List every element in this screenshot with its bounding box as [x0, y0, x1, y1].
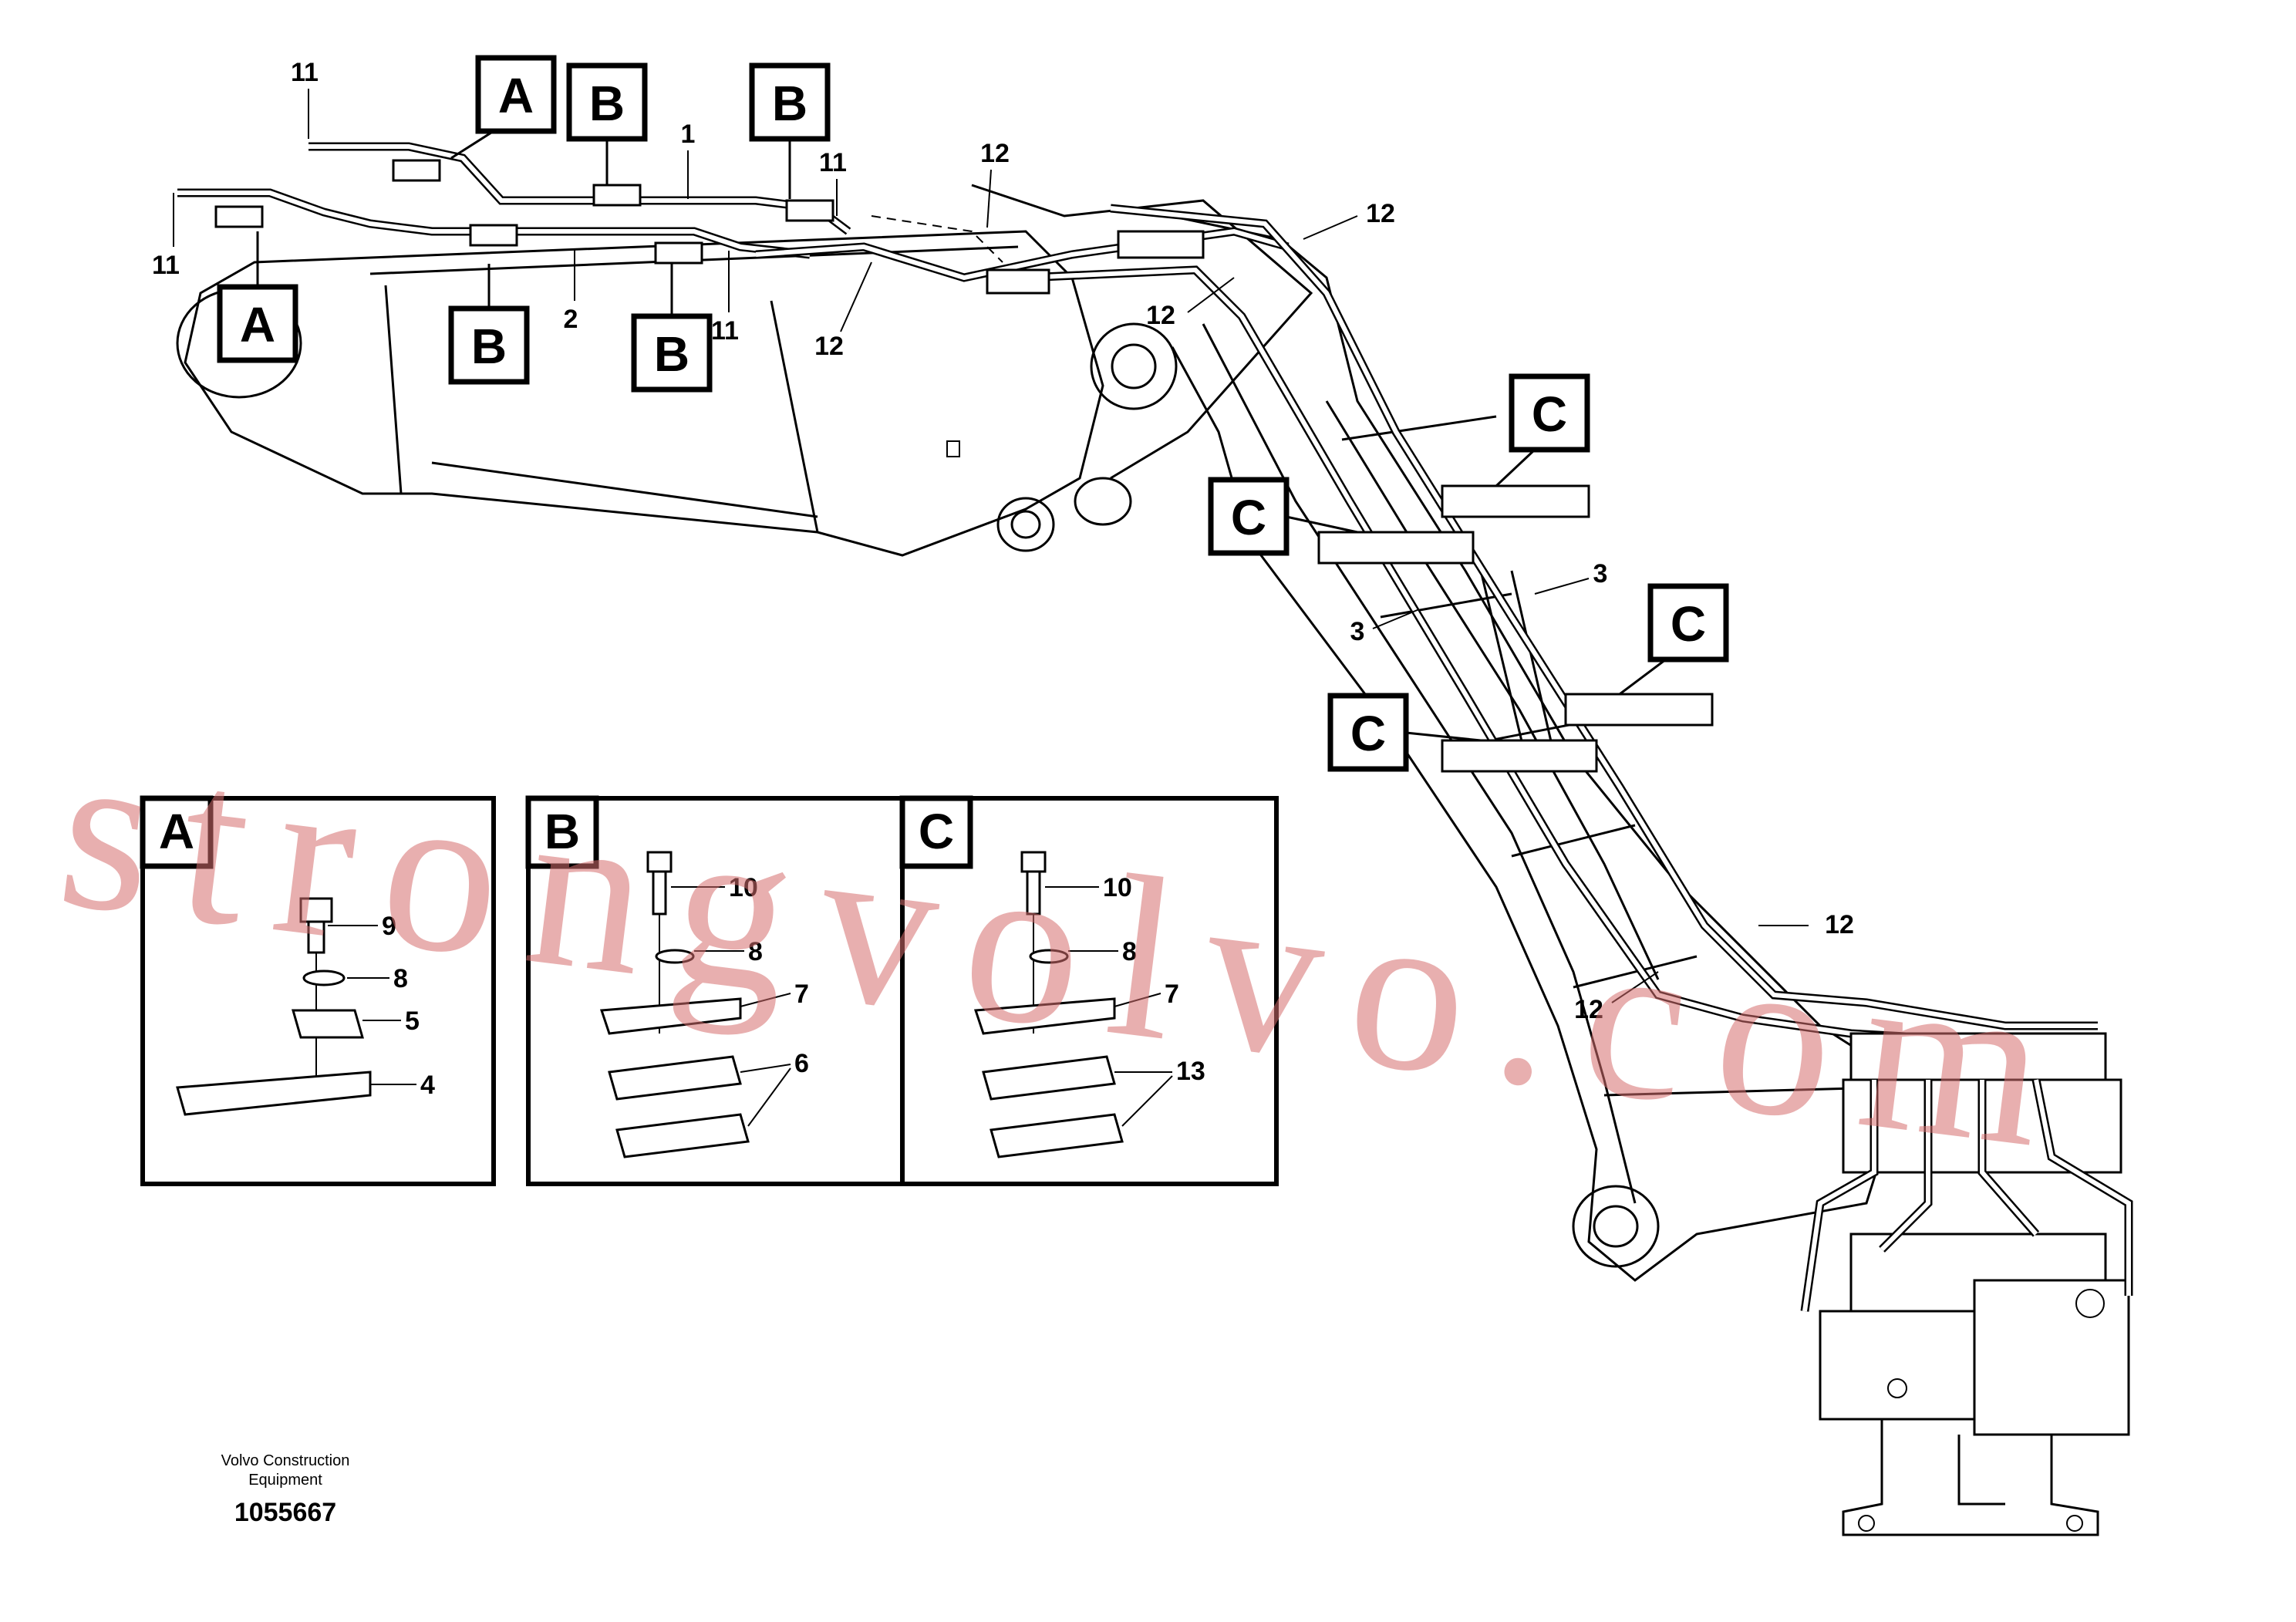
svg-text:12: 12	[1574, 995, 1603, 1024]
svg-text:B: B	[544, 804, 580, 859]
svg-text:B: B	[654, 326, 689, 382]
clamps	[214, 159, 1714, 773]
svg-text:B: B	[772, 76, 807, 131]
svg-text:11: 11	[152, 251, 180, 280]
callout-box-b3: B	[448, 264, 530, 385]
detail-panel-c: C 10 8 7 13	[899, 795, 1279, 1186]
callout-box-c1: C	[1495, 373, 1590, 487]
callout-box-b4: B	[631, 264, 713, 393]
svg-text:10: 10	[1103, 873, 1132, 902]
company-line2: Equipment	[248, 1472, 322, 1489]
svg-text:5: 5	[405, 1007, 420, 1036]
svg-text:A: A	[159, 804, 194, 859]
callout-box-a1: A	[450, 55, 557, 160]
callout-box-b2: B	[749, 62, 831, 199]
detail-panel-b: B 10 8 7 6	[525, 795, 905, 1186]
hose-lines	[177, 142, 2098, 1046]
svg-text:3: 3	[1350, 617, 1365, 646]
svg-text:11: 11	[819, 148, 847, 177]
company-line1: Volvo Construction	[221, 1452, 350, 1469]
svg-text:12: 12	[1146, 301, 1175, 330]
svg-text:8: 8	[748, 937, 763, 966]
part-labels: 11 11 1 2 11 11 12 12 12 12 3 3 12 12	[152, 58, 1854, 1024]
callout-box-b1: B	[566, 62, 648, 185]
svg-text:1: 1	[681, 120, 696, 149]
drawing-number: 1055667	[234, 1498, 336, 1527]
control-valve	[1800, 1032, 2133, 1536]
svg-text:12: 12	[1825, 910, 1854, 939]
svg-text:2: 2	[564, 305, 578, 334]
svg-text:12: 12	[980, 139, 1010, 168]
svg-text:7: 7	[1165, 980, 1179, 1009]
callout-box-c3: C	[1619, 583, 1729, 696]
callout-box-a2: A	[217, 231, 298, 363]
svg-text:B: B	[589, 76, 625, 131]
svg-text:B: B	[471, 319, 507, 374]
svg-text:4: 4	[420, 1071, 435, 1100]
svg-text:C: C	[1350, 706, 1386, 761]
svg-text:7: 7	[794, 980, 809, 1009]
svg-text:8: 8	[1122, 937, 1137, 966]
detail-panel-a: A 9 8 5 4	[140, 795, 496, 1186]
callout-box-c2: C	[1208, 477, 1358, 556]
svg-text:12: 12	[1366, 199, 1395, 228]
svg-text:C: C	[1532, 386, 1567, 442]
svg-text:9: 9	[382, 912, 396, 941]
svg-text:3: 3	[1593, 559, 1608, 588]
svg-text:A: A	[240, 297, 275, 352]
svg-text:13: 13	[1176, 1057, 1205, 1086]
svg-text:10: 10	[729, 873, 758, 902]
svg-text:C: C	[1231, 490, 1266, 545]
svg-text:12: 12	[814, 332, 844, 361]
svg-text:11: 11	[711, 316, 739, 346]
svg-text:A: A	[498, 68, 534, 123]
footer-block: Volvo Construction Equipment 1055667	[221, 1452, 350, 1527]
callout-box-c4: C	[1327, 693, 1482, 772]
svg-text:C: C	[919, 804, 954, 859]
svg-text:8: 8	[393, 964, 408, 993]
svg-text:6: 6	[794, 1049, 809, 1078]
svg-text:11: 11	[291, 58, 319, 87]
svg-text:C: C	[1671, 596, 1706, 652]
arm-structure	[176, 184, 1313, 557]
